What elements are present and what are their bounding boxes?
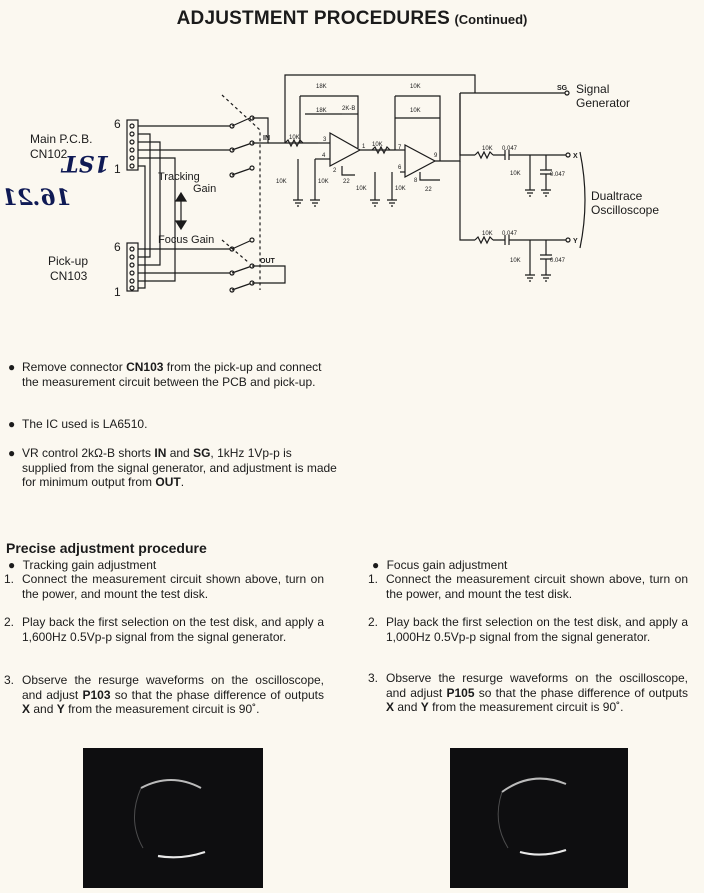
signal-generator-label-2: Generator bbox=[576, 96, 630, 110]
tracking-gain-label-2: Gain bbox=[193, 183, 216, 195]
pin-7: 7 bbox=[398, 145, 402, 151]
x-output-label: X bbox=[573, 153, 578, 160]
pickup-label: Pick-up bbox=[48, 254, 88, 268]
bullet-glyph: ● bbox=[8, 446, 16, 460]
main-pin-bottom: 1 bbox=[114, 162, 121, 176]
page-title: ADJUSTMENT PROCEDURES (Continued) bbox=[0, 8, 704, 30]
r-10k-top2: 10K bbox=[410, 84, 421, 90]
tracking-waveform-photo bbox=[83, 748, 263, 888]
precise-adjustment-heading: Precise adjustment procedure bbox=[6, 540, 207, 556]
main-pin-top: 6 bbox=[114, 117, 121, 131]
tracking-step-3: 3. Observe the resurge waveforms on the … bbox=[4, 673, 324, 716]
r-10k-gnd1: 10K bbox=[276, 179, 287, 185]
bullet-remove-connector: ● Remove connector CN103 from the pick-u… bbox=[8, 360, 322, 389]
pickup-connector-block bbox=[126, 242, 139, 292]
r-10k-x: 10K bbox=[482, 146, 493, 152]
sg-label: SG bbox=[557, 85, 568, 92]
focus-gain-title: ● Focus gain adjustment bbox=[372, 558, 508, 572]
focus-step-2: 2. Play back the first selection on the … bbox=[368, 615, 688, 644]
lissajous-waveform-tracking bbox=[133, 779, 206, 859]
signal-generator-label: Signal bbox=[576, 82, 609, 96]
pin-2: 2 bbox=[333, 168, 337, 174]
title-continued: (Continued) bbox=[454, 12, 528, 27]
c-0047-y-gnd: 0.047 bbox=[550, 258, 566, 264]
lissajous-waveform-focus bbox=[497, 777, 567, 856]
dualtrace-label: Dualtrace bbox=[591, 189, 643, 203]
bullet-glyph: ● bbox=[8, 558, 16, 572]
r-10k-gnd3: 10K bbox=[356, 186, 367, 192]
title-main: ADJUSTMENT PROCEDURES bbox=[176, 8, 451, 29]
bullet-vr-control: ● VR control 2kΩ-B shorts IN and SG, 1kH… bbox=[8, 446, 337, 489]
r-18k-top: 18K bbox=[316, 84, 327, 90]
r-22-a: 22 bbox=[343, 179, 350, 185]
focus-step-3: 3. Observe the resurge waveforms on the … bbox=[368, 671, 688, 714]
pickup-connector-label: CN103 bbox=[50, 269, 88, 283]
main-pcb-connector-label: CN102 bbox=[30, 147, 68, 161]
tracking-step-2: 2. Play back the first selection on the … bbox=[4, 615, 324, 644]
pin-1: 1 bbox=[362, 144, 366, 150]
tracking-gain-label: Tracking bbox=[158, 171, 200, 183]
r-10k-y-gnd: 10K bbox=[510, 258, 521, 264]
focus-waveform-photo bbox=[450, 748, 628, 888]
bullet-glyph: ● bbox=[8, 360, 16, 374]
tracking-gain-title: ● Tracking gain adjustment bbox=[8, 558, 157, 572]
r-10k-mid: 10K bbox=[372, 142, 383, 148]
vr-2kb: 2K-B bbox=[342, 106, 355, 112]
y-output-label: Y bbox=[573, 238, 578, 245]
r-22-b: 22 bbox=[425, 187, 432, 193]
pickup-pin-bottom: 1 bbox=[114, 285, 121, 299]
oscilloscope-label: Oscilloscope bbox=[591, 203, 659, 217]
pin-6: 6 bbox=[398, 165, 402, 171]
c-0047-x-gnd: 0.047 bbox=[550, 172, 566, 178]
in-label: IN bbox=[263, 135, 270, 142]
focus-gain-label: Focus Gain bbox=[158, 234, 214, 246]
measurement-circuit-diagram: Main P.C.B. CN102 6 1 Pick-up CN103 6 1 … bbox=[30, 74, 659, 299]
r-10k-x-gnd: 10K bbox=[510, 171, 521, 177]
r-18k-mid: 18K bbox=[316, 108, 327, 114]
tracking-step-1: 1. Connect the measurement circuit shown… bbox=[4, 572, 324, 601]
pin-3: 3 bbox=[323, 137, 327, 143]
r-10k-y: 10K bbox=[482, 231, 493, 237]
main-pcb-label: Main P.C.B. bbox=[30, 132, 92, 146]
c-0047-x: 0.047 bbox=[502, 146, 518, 152]
pin-9: 9 bbox=[434, 153, 438, 159]
pin-8: 8 bbox=[414, 178, 418, 184]
focus-step-1: 1. Connect the measurement circuit shown… bbox=[368, 572, 688, 601]
pickup-pin-top: 6 bbox=[114, 240, 121, 254]
r-10k-top3: 10K bbox=[410, 108, 421, 114]
r-10k-in: 10K bbox=[289, 135, 300, 141]
main-pcb-connector-block bbox=[126, 119, 139, 171]
pin-4: 4 bbox=[322, 153, 326, 159]
out-label: OUT bbox=[260, 258, 276, 265]
bullet-glyph: ● bbox=[8, 417, 16, 431]
bullet-ic-used: ● The IC used is LA6510. bbox=[8, 417, 148, 431]
c-0047-y: 0.047 bbox=[502, 231, 518, 237]
r-10k-gnd2: 10K bbox=[318, 179, 329, 185]
bullet-glyph: ● bbox=[372, 558, 380, 572]
r-10k-gnd4: 10K bbox=[395, 186, 406, 192]
